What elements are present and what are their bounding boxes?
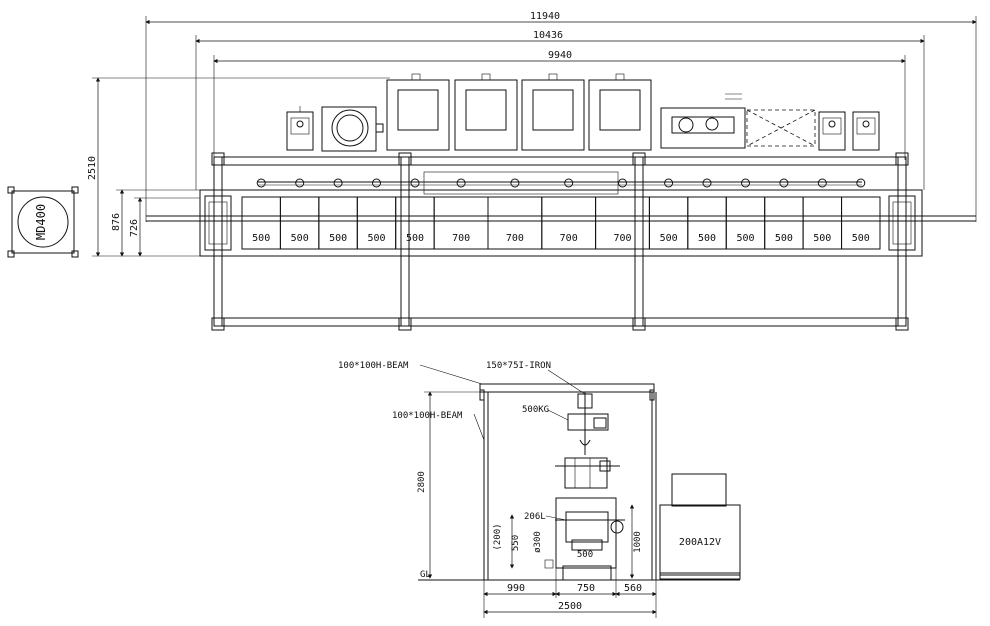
carrier-motor-icon [664,178,674,188]
carrier-motor-icon [618,178,627,188]
dimension-frame: 10436 [195,30,925,190]
blower-unit [321,106,384,152]
dim-tank-inner-text: 726 [129,219,140,237]
label-ground: GL [420,570,431,580]
tank-cell-label: 500 [406,233,424,244]
rectifier-panel-2 [454,73,518,151]
carrier-motor-icon [856,178,866,188]
carrier-motor-icon [741,178,750,188]
label-volume: 206L [524,512,546,522]
label-power-unit: 200A12V [679,537,721,548]
rectifier-panel-4 [588,73,652,151]
dimension-height: 2510 [87,77,390,257]
rectifier-panel-3 [521,73,585,151]
rectifier-unit: MD400 [7,186,79,258]
carrier-motor-icon [333,178,343,188]
label-depth: 550 [511,535,521,551]
section-view [418,383,741,581]
carrier-motor-icon [510,178,520,188]
carrier-motor-icon [295,178,305,188]
dim-height-text: 2510 [87,156,98,180]
dim-bottom-right: 560 [624,583,642,594]
dimension-tank-outer: 876 [111,189,200,257]
carrier-motor-icon [702,178,712,188]
tank-cell-label: 500 [329,233,347,244]
label-tank-height: 1000 [633,531,643,553]
label-beam-side: 100*100H-BEAM [392,411,463,421]
tank-cell-label: 500 [252,233,270,244]
carrier-motor-icon [779,178,789,188]
tank-cell-label: 700 [506,233,524,244]
dimension-tank-inner: 726 [129,197,200,257]
dim-line-text: 9940 [548,50,572,61]
tank-cell-label: 500 [736,233,754,244]
dim-frame-text: 10436 [533,30,563,41]
dim-bottom-mid: 750 [577,583,595,594]
dim-tank-outer-text: 876 [111,213,122,231]
tank-cell-label: 500 [367,233,385,244]
label-offset: (200) [493,523,503,550]
bottom-dimensions: 990 750 560 2500 [483,568,657,618]
pump-unit [660,93,816,149]
tank-row: 500 500 500 500 500 700 700 700 700 500 500 500 500 5… [241,178,881,250]
dimension-overall: 11940 [145,11,977,222]
section-annotations: 100*100H-BEAM 150*75I-IRON 500KG 100*100… [338,361,721,580]
tank-cell-label: 700 [452,233,470,244]
dimension-line: 9940 [213,50,906,160]
label-diameter: ø300 [533,531,543,553]
tank-cell-label: 500 [852,233,870,244]
carrier-motor-icon [456,178,466,188]
carrier-motor-icon [410,178,420,188]
dim-bottom-total: 2500 [558,601,582,612]
filter-unit-right-1 [818,111,846,151]
filter-unit-left [286,106,314,151]
carrier-motor-icon [817,178,827,188]
tank-cell-label: 700 [560,233,578,244]
rectifier-label: MD400 [34,204,48,240]
tank-cell-label: 500 [291,233,309,244]
tank-cell-label: 500 [660,233,678,244]
dim-bottom-left: 990 [507,583,525,594]
filter-unit-right-2 [852,111,880,151]
carrier-motor-icon [372,178,381,188]
equipment-row [286,73,880,152]
label-iron: 150*75I-IRON [486,361,551,371]
tank-cell-label: 500 [813,233,831,244]
label-hoist: 500KG [522,405,549,415]
dim-overall-text: 11940 [530,11,560,22]
carrier-motor-icon [564,178,574,188]
tank-cell-label: 500 [698,233,716,244]
tank-cell [841,196,881,250]
tank-cell-label: 500 [775,233,793,244]
transport-rail [258,181,862,186]
label-drum-width: 500 [577,550,593,560]
label-frame-height: 2800 [417,471,427,493]
carrier-motor-icon [256,178,266,188]
label-beam-top: 100*100H-BEAM [338,361,409,371]
tank-cell-label: 700 [613,233,631,244]
rectifier-panel-1 [386,73,450,151]
